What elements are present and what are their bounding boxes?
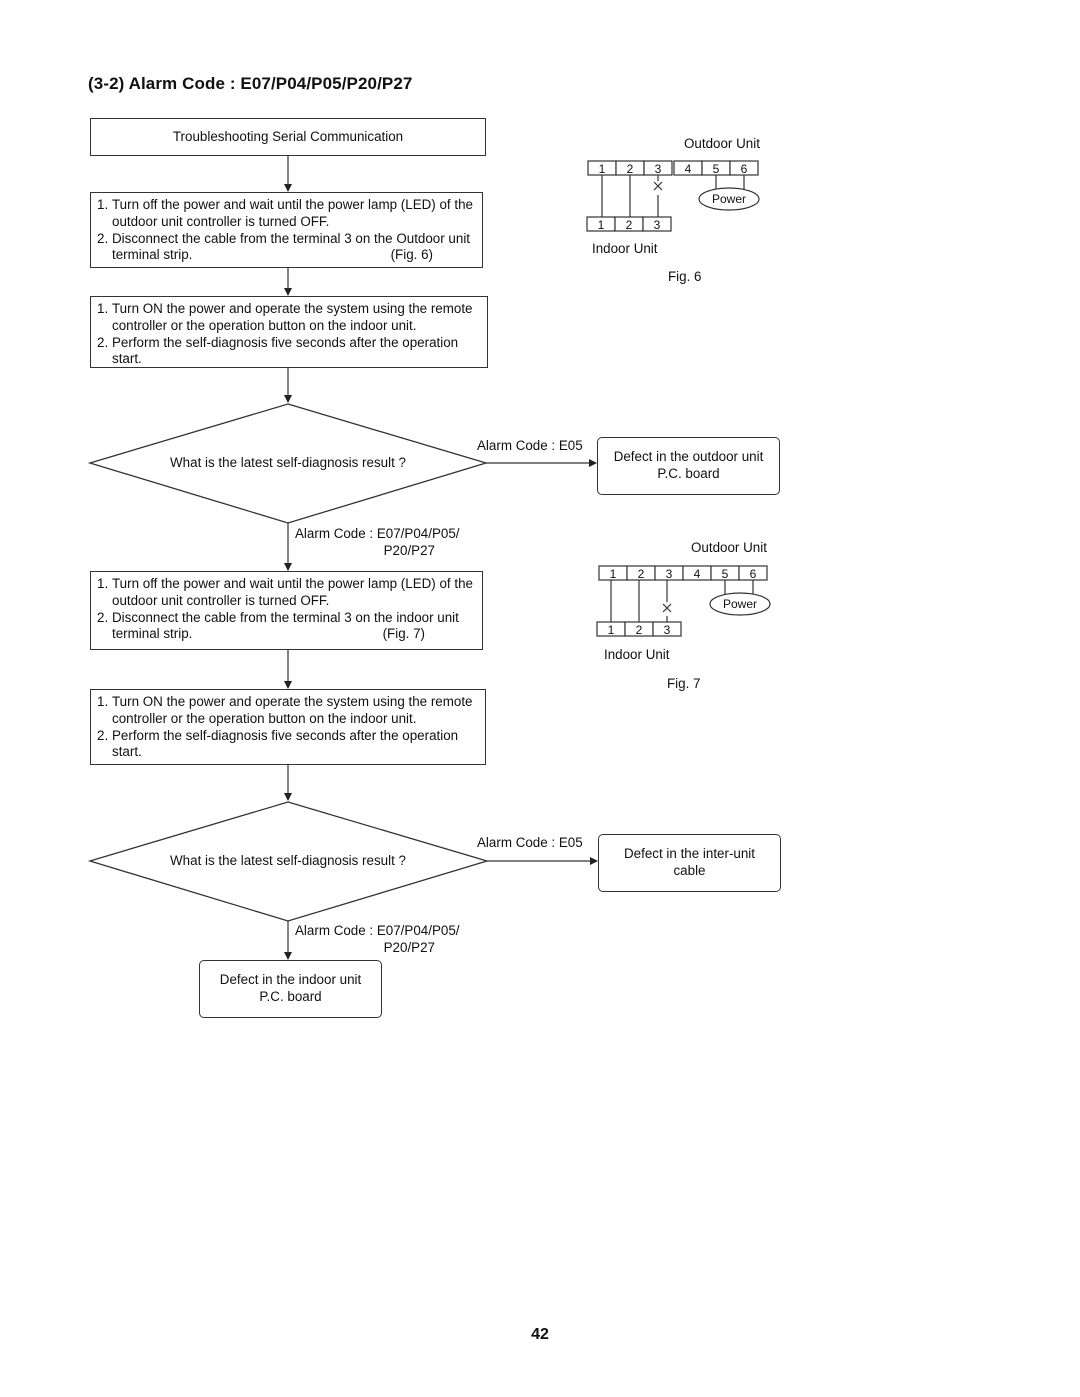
fig6-outdoor-label: Outdoor Unit [684,136,760,151]
step-number: 1. [97,694,109,709]
fig7-power-label: Power [723,597,757,611]
fig-reference: (Fig. 6) [390,247,433,263]
decision1-down-label: Alarm Code : E07/P04/P05/ P20/P27 [295,526,469,560]
step-number: 2. [97,334,109,350]
fig6-indoor-terminal: 1 [598,218,605,232]
step-number: 1. [97,576,109,591]
fig7-outdoor-label: Outdoor Unit [691,540,767,555]
decision1-text: What is the latest self-diagnosis result… [170,455,406,470]
step-text: Turn ON the power and operate the system… [112,694,473,726]
result-line: cable [673,863,706,878]
fig7-outdoor-terminal: 2 [638,567,645,581]
decision1-diamond [87,403,489,524]
fig6-outdoor-terminal: 6 [741,162,748,176]
start-box: Troubleshooting Serial Communication [90,118,486,156]
step-block-2: 1.Turn ON the power and operate the syst… [90,296,488,368]
result-indoor-pcb: Defect in the indoor unit P.C. board [199,960,382,1018]
fig6-indoor-terminal: 2 [626,218,633,232]
fig7-indoor-label: Indoor Unit [604,647,670,662]
step-block-3: 1.Turn off the power and wait until the … [90,571,483,650]
fig6-power-label: Power [712,192,746,206]
decision2-down-label: Alarm Code : E07/P04/P05/ P20/P27 [295,923,469,957]
result-outdoor-pcb: Defect in the outdoor unit P.C. board [597,437,780,495]
result-line: P.C. board [657,466,720,481]
fig6-disconnect-cross-b [653,181,663,191]
fig6-outdoor-terminal-strip [587,160,759,176]
fig6-indoor-label: Indoor Unit [592,241,658,256]
step-text: Perform the self-diagnosis five seconds … [112,334,459,367]
result-line: P.C. board [259,989,322,1004]
fig6-indoor-terminal: 3 [654,218,661,232]
step-text: Turn off the power and wait until the po… [112,576,473,608]
step-number: 2. [97,727,109,743]
decision1-right-label: Alarm Code : E05 [477,438,583,453]
fig7-outdoor-terminal-strip [598,565,768,581]
page-number: 42 [531,1326,549,1343]
step-number: 2. [97,609,109,625]
fig6-outdoor-terminal: 5 [713,162,720,176]
fig7-outdoor-terminal: 5 [722,567,729,581]
fig7-wiring-diagram: 1 2 3 4 5 6 1 2 3 Power [596,565,771,637]
step-text: Turn ON the power and operate the system… [112,301,473,333]
step-block-1: 1.Turn off the power and wait until the … [90,192,483,268]
fig6-outdoor-terminal: 4 [685,162,692,176]
fig7-outdoor-terminal: 3 [666,567,673,581]
step-text: Disconnect the cable from the terminal 3… [112,609,459,642]
step-number: 1. [97,301,109,316]
result-line: Defect in the inter-unit [624,846,755,862]
fig7-indoor-terminal: 3 [664,623,671,637]
fig7-indoor-terminal-strip [596,621,682,637]
fig6-outdoor-terminal: 2 [627,162,634,176]
label-line: Alarm Code : E07/P04/P05/ [295,526,460,541]
fig6-power-ellipse [698,187,760,211]
step-block-4: 1.Turn ON the power and operate the syst… [90,689,486,765]
fig-reference: (Fig. 7) [382,626,425,642]
fig6-outdoor-terminal: 1 [599,162,606,176]
fig7-indoor-terminal: 1 [608,623,615,637]
fig7-caption: Fig. 7 [667,676,701,691]
fig6-outdoor-terminal: 3 [655,162,662,176]
label-line: P20/P27 [383,542,435,558]
result-line: Defect in the outdoor unit [613,449,764,465]
result-line: Defect in the indoor unit [219,972,362,988]
step-number: 2. [97,230,109,246]
decision2-text: What is the latest self-diagnosis result… [170,853,406,868]
fig6-indoor-terminal-strip [586,216,672,232]
result-inter-unit-cable: Defect in the inter-unit cable [598,834,781,892]
label-line: Alarm Code : E07/P04/P05/ [295,923,460,938]
label-line: P20/P27 [383,939,435,955]
fig7-disconnect-cross-b [662,603,672,613]
fig6-caption: Fig. 6 [668,269,702,284]
step-text: Turn off the power and wait until the po… [112,197,473,229]
page-title: (3-2) Alarm Code : E07/P04/P05/P20/P27 [88,74,413,93]
step-number: 1. [97,197,109,212]
fig7-outdoor-terminal: 6 [750,567,757,581]
fig7-power-ellipse [709,592,771,616]
decision2-right-label: Alarm Code : E05 [477,835,583,850]
fig7-outdoor-terminal: 1 [610,567,617,581]
fig7-indoor-terminal: 2 [636,623,643,637]
step-text: Perform the self-diagnosis five seconds … [112,727,459,760]
decision2-diamond [87,801,490,922]
fig7-outdoor-terminal: 4 [694,567,701,581]
start-text: Troubleshooting Serial Communication [172,128,404,144]
step-text: Disconnect the cable from the terminal 3… [112,230,471,263]
fig6-wiring-diagram: 1 2 3 4 5 6 1 2 3 Power [586,160,760,232]
